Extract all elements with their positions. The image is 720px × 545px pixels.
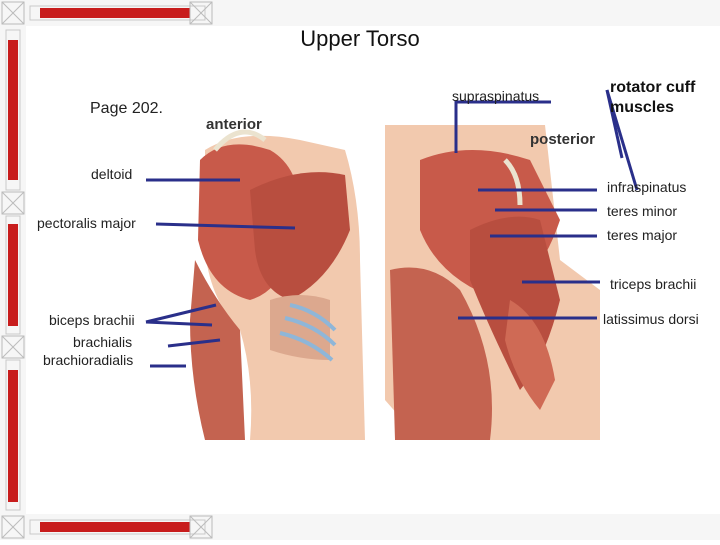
label-rotator-cuff-line2: muscles	[610, 98, 695, 118]
anterior-figure	[190, 132, 365, 440]
anterior-view-label: anterior	[206, 116, 262, 133]
page-reference: Page 202.	[90, 100, 163, 118]
posterior-view-label: posterior	[530, 131, 595, 148]
label-teres-minor: teres minor	[607, 203, 677, 219]
label-brachialis: brachialis	[73, 334, 132, 350]
label-latissimus-dorsi: latissimus dorsi	[603, 311, 699, 327]
label-deltoid: deltoid	[91, 166, 132, 182]
label-triceps-brachii: triceps brachii	[610, 276, 696, 292]
label-infraspinatus: infraspinatus	[607, 179, 686, 195]
label-biceps-brachii: biceps brachii	[49, 312, 135, 328]
label-brachioradialis: brachioradialis	[43, 352, 133, 368]
label-supraspinatus: supraspinatus	[452, 88, 539, 104]
label-rotator-cuff-muscles: rotator cuff muscles	[610, 78, 695, 118]
label-pectoralis-major: pectoralis major	[37, 215, 136, 231]
label-rotator-cuff-line1: rotator cuff	[610, 78, 695, 98]
label-teres-major: teres major	[607, 227, 677, 243]
